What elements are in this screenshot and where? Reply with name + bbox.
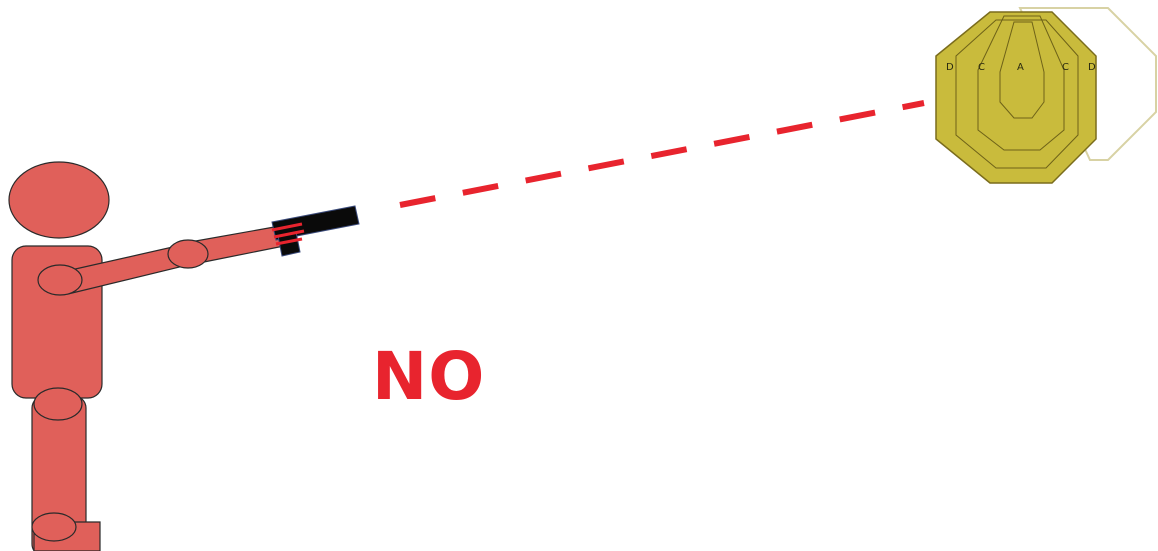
target-zone-labels: D C A C D (946, 62, 1096, 73)
zone-label-c-right: C (1062, 62, 1069, 73)
target-zone-a (999, 21, 1045, 119)
figure-elbow (167, 239, 209, 269)
octagon-steel-target: D C A C D (935, 7, 1157, 184)
figure-head (8, 161, 110, 239)
pistol-slide (271, 205, 360, 241)
trigger-hand (271, 222, 305, 246)
zone-label-d-left: D (946, 62, 954, 73)
zone-label-c-left: C (978, 62, 985, 73)
stick-figure-shooter (8, 161, 285, 551)
figure-knee (33, 387, 83, 421)
target-zone-c (977, 15, 1065, 151)
target-plate (935, 11, 1097, 184)
zone-label-d-right: D (1088, 62, 1096, 73)
pistol-icon (271, 205, 360, 257)
target-zone-d (955, 19, 1079, 169)
target-shadow-outline (1018, 7, 1157, 161)
zone-label-a: A (1017, 62, 1024, 73)
figure-ankle (31, 512, 77, 542)
verdict-label: NO (372, 338, 486, 415)
figure-shoulder (37, 264, 83, 296)
aim-line (399, 100, 925, 208)
